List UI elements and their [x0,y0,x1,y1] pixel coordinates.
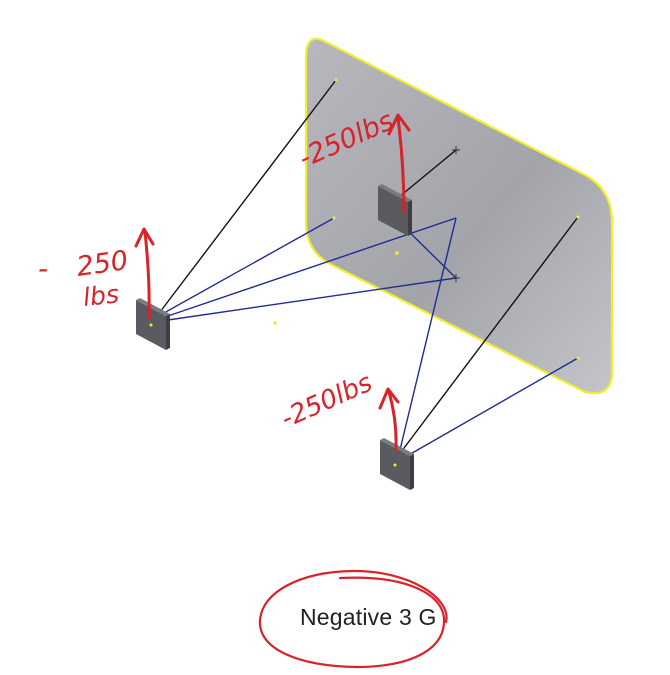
arrow-top [387,113,411,214]
center-point [395,251,399,255]
caption-circle [258,569,448,669]
caption-text: Negative 3 G [300,604,437,630]
arrow-left [134,227,155,320]
cable-black-right [397,216,579,457]
cable-blue-3 [397,217,457,459]
left-force-sign: - [38,252,48,285]
anchor-marks [452,146,460,282]
arrow-bottom [378,387,400,452]
force-arrows [134,113,411,452]
cable-blue-5 [167,277,457,321]
block-left [136,298,170,350]
bottom-force-label: -250lbs [277,368,377,435]
cable-blue-1 [154,217,335,319]
origin-point [273,321,277,325]
left-force-unit: lbs [82,279,121,312]
cable-black-left [159,79,337,313]
panel [304,37,614,395]
left-force-value: 250 [75,245,130,283]
cable-blue-6 [399,357,579,461]
